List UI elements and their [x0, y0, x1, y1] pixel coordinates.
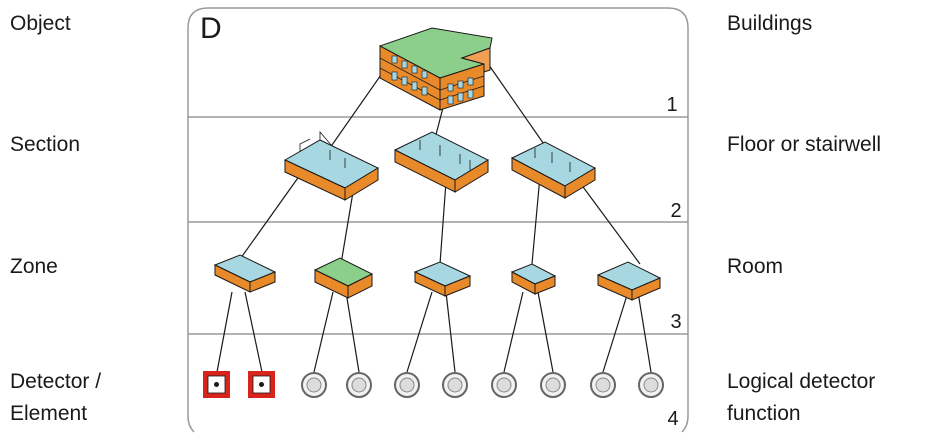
- label-function: function: [727, 402, 801, 425]
- label-element: Element: [10, 402, 88, 425]
- point-detector-icon: [203, 371, 230, 398]
- logical-function-icon: [346, 372, 372, 398]
- level-number-1: 1: [666, 94, 677, 116]
- label-buildings: Buildings: [727, 12, 813, 35]
- label-object: Object: [10, 12, 71, 35]
- level-number-4: 4: [667, 408, 678, 430]
- floor-plan-icon-2: [393, 131, 490, 193]
- logical-function-icon: [638, 372, 664, 398]
- logical-function-icon: [394, 372, 420, 398]
- room-icon-4: [510, 263, 557, 295]
- logical-function-icon: [491, 372, 517, 398]
- floor-plan-icon-3: [510, 141, 597, 199]
- label-zone: Zone: [10, 255, 58, 278]
- room-icon-3: [413, 261, 472, 297]
- logical-function-icon: [301, 372, 327, 398]
- room-icon-2: [313, 257, 374, 299]
- point-detector-icon: [248, 371, 275, 398]
- room-icon-1: [213, 254, 277, 293]
- label-floor-or-stairwell: Floor or stairwell: [727, 133, 882, 156]
- label-room: Room: [727, 255, 784, 278]
- logical-function-icon: [540, 372, 566, 398]
- floor-plan-icon-1: [283, 130, 380, 201]
- logical-function-icon: [442, 372, 468, 398]
- diagram-frame: [187, 7, 689, 433]
- label-logical-detector: Logical detector: [727, 370, 876, 393]
- level-number-2: 2: [670, 200, 681, 222]
- building-icon: [378, 27, 493, 111]
- label-detector: Detector /: [10, 370, 102, 393]
- level-number-3: 3: [670, 311, 681, 333]
- label-section: Section: [10, 133, 81, 156]
- logical-function-icon: [590, 372, 616, 398]
- room-icon-5: [596, 261, 662, 301]
- panel-letter: D: [200, 12, 222, 45]
